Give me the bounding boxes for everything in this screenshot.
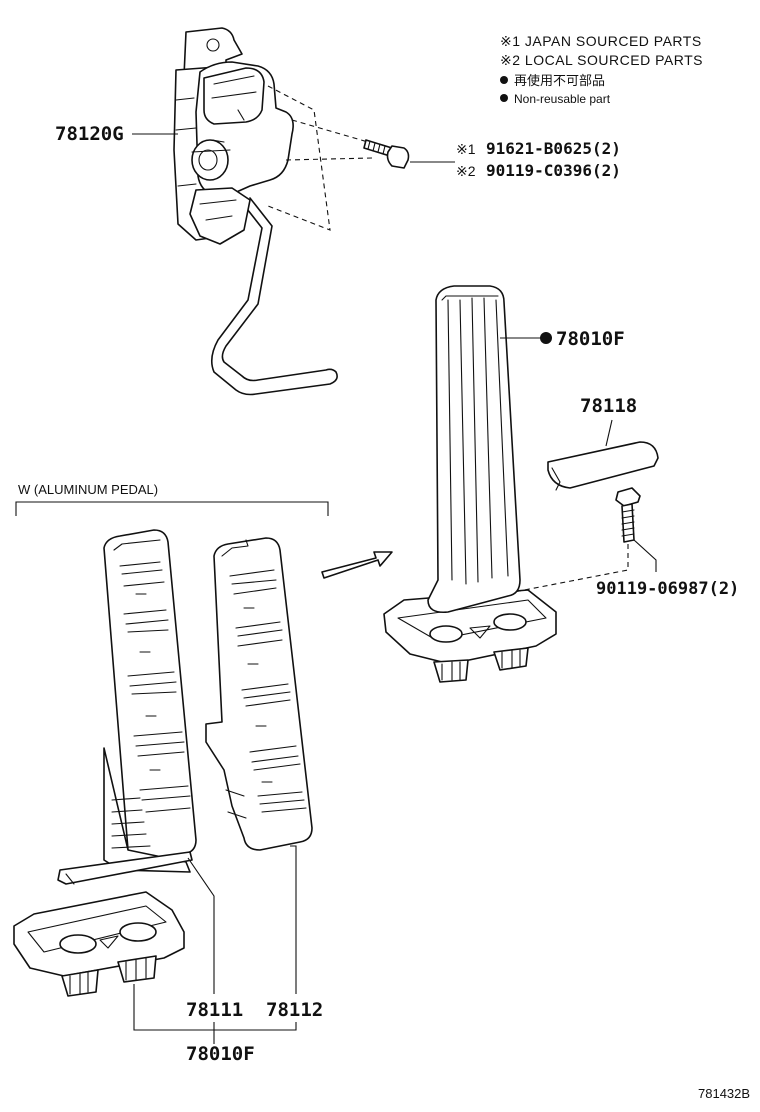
accelerator-pedal-upper [383,285,557,683]
group-bracket [15,501,329,516]
leader-78111 [187,857,215,994]
note-japan-sourced: ※1 JAPAN SOURCED PARTS [500,33,702,49]
label-90119-06987: 90119-06987(2) [596,579,739,599]
note-non-reusable-ja: 再使用不可部品 [514,73,605,88]
label-91621-b0625: 91621-B0625(2) [486,139,621,158]
leader-78112 [290,845,297,994]
label-90119-c0396: 90119-C0396(2) [486,161,621,180]
label-78120g: 78120G [55,123,124,145]
aluminum-pad-78112 [205,537,313,851]
mark-japan: ※1 [456,141,476,157]
non-reusable-dot-icon [540,332,552,344]
label-78112: 78112 [266,999,323,1021]
label-78111: 78111 [186,999,243,1021]
aluminum-pad-78111 [57,529,197,885]
mark-local: ※2 [456,163,476,179]
pedal-base-lower [13,891,185,997]
leader-78118 [605,419,613,447]
bolt-91621-b0625 [363,139,410,169]
non-reusable-dot-icon [500,76,508,84]
stopper-78118 [547,441,659,491]
accelerator-sensor-assembly [173,27,373,396]
group-label-aluminum-pedal: W (ALUMINUM PEDAL) [18,482,158,497]
non-reusable-dot-icon [500,94,508,102]
label-78118: 78118 [580,395,637,417]
note-non-reusable-en: Non-reusable part [514,92,611,106]
bolt-90119-06987 [513,487,641,593]
figure-id: 781432B [698,1086,750,1101]
label-78010f-upper: 78010F [556,328,625,350]
label-78010f-lower: 78010F [186,1043,255,1065]
note-local-sourced: ※2 LOCAL SOURCED PARTS [500,52,703,68]
leader-90119-06987 [633,539,657,572]
group-bracket-lower [133,984,297,1031]
direction-arrow-icon [321,551,393,579]
